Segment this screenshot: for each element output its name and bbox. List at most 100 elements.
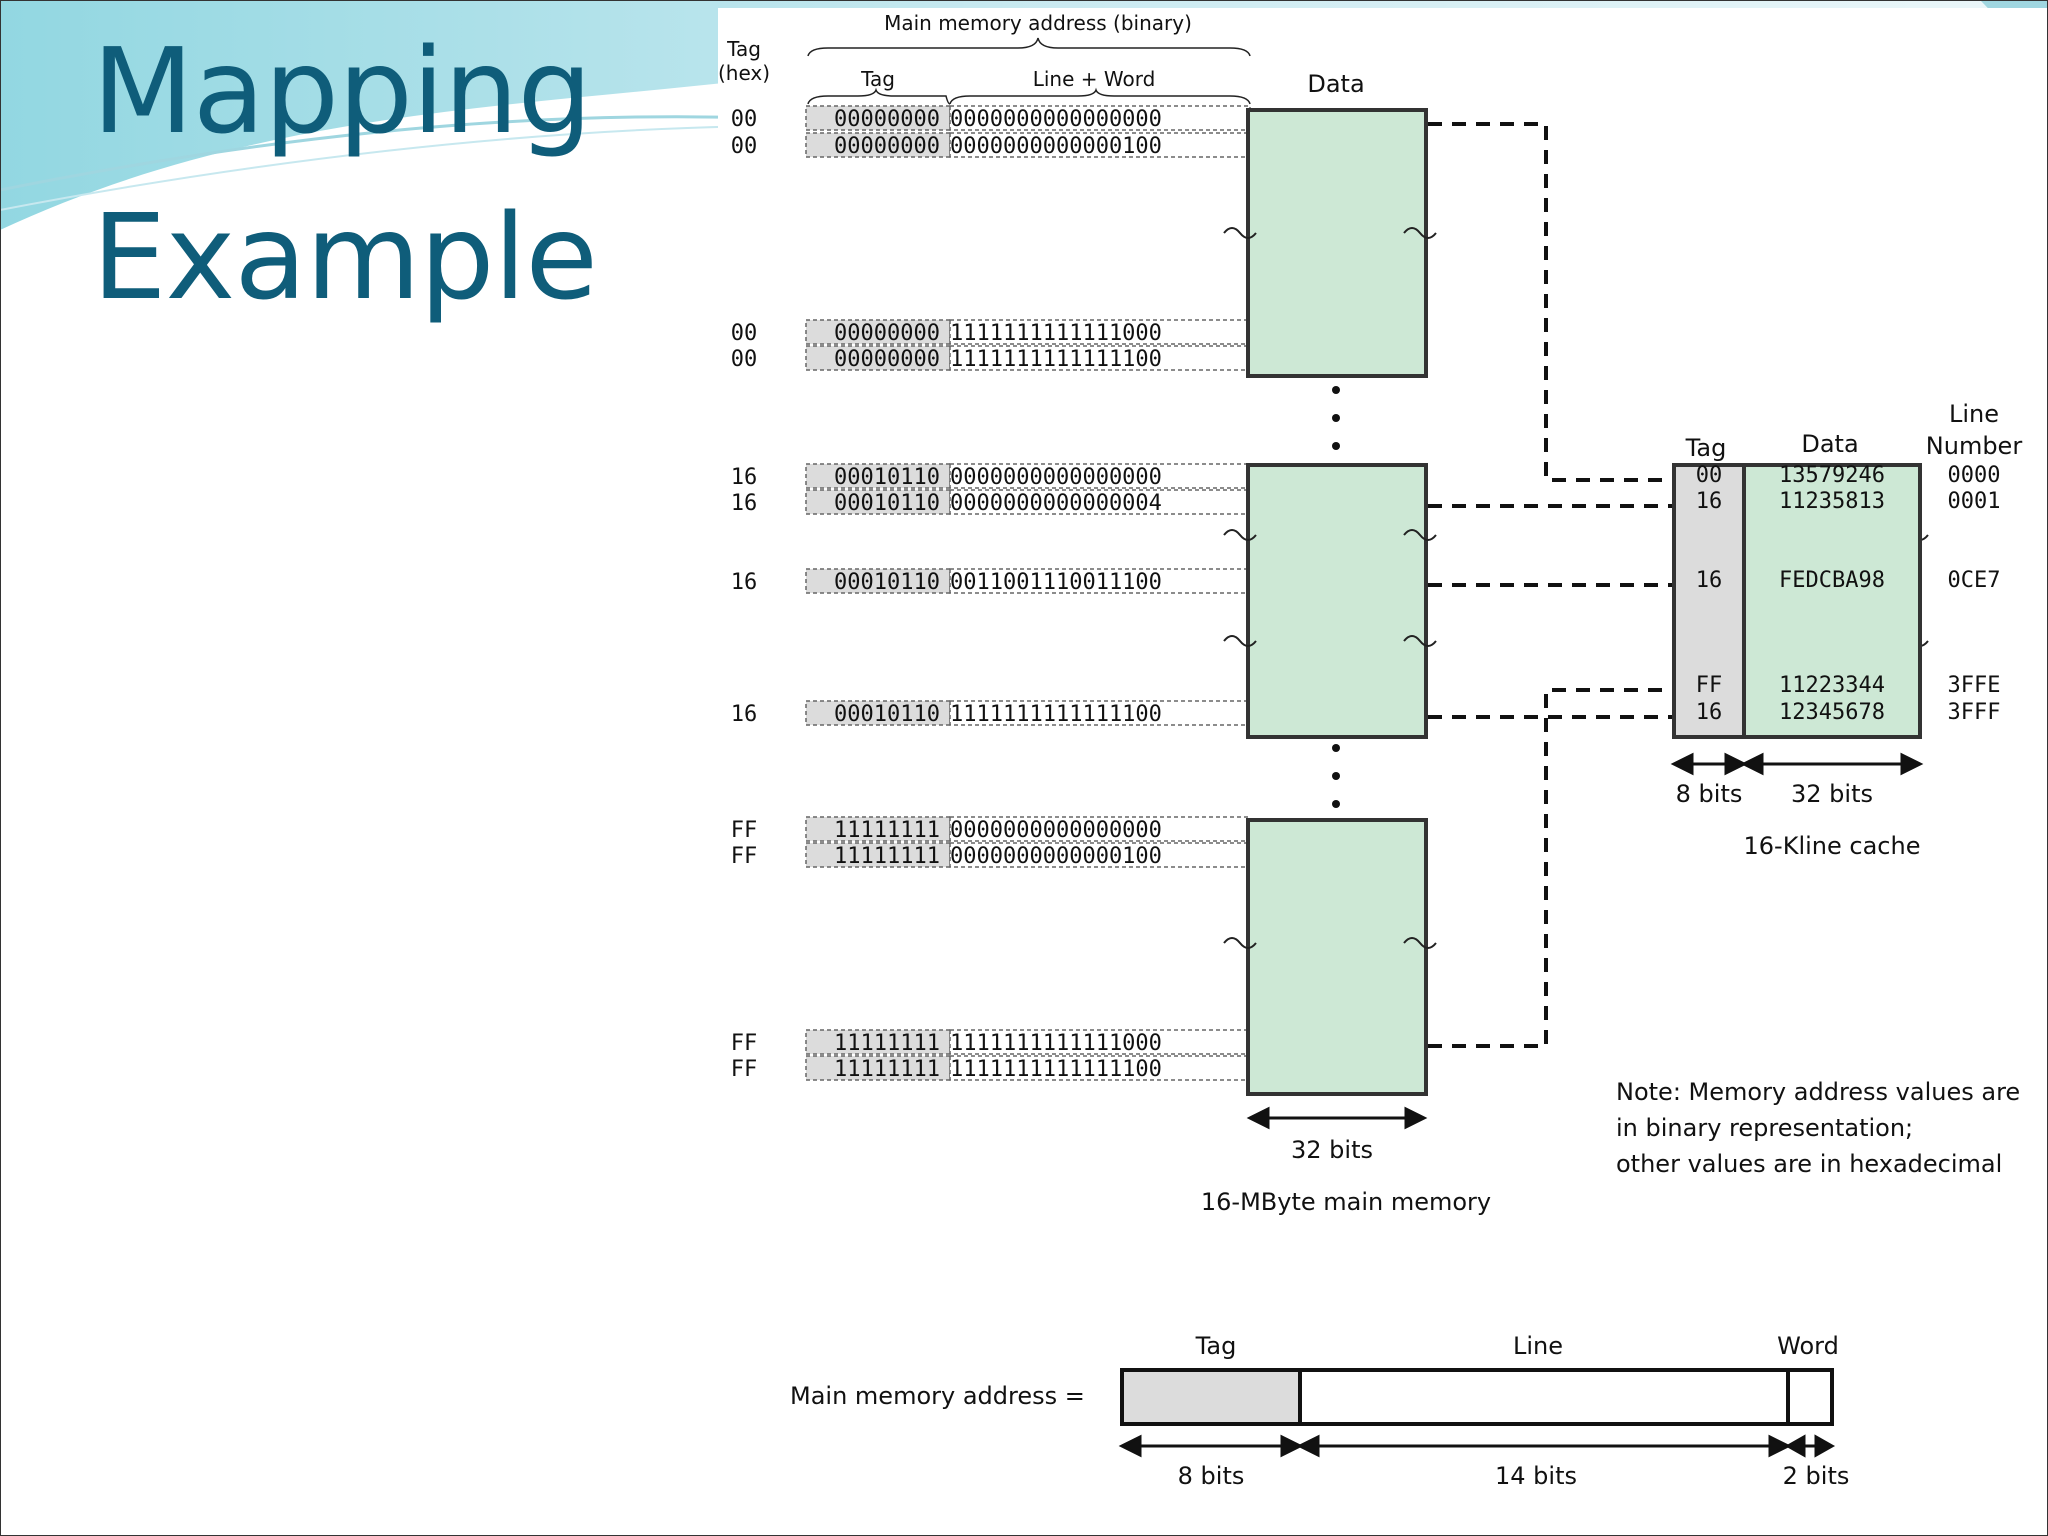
format-tag-label: Tag — [1195, 1332, 1237, 1360]
address-binary-label: Main memory address (binary) — [884, 11, 1192, 35]
memory-row-tag-bits: 11111111 — [834, 844, 940, 869]
memory-row-tag-bits: 11111111 — [834, 818, 940, 843]
memory-caption: 16-MByte main memory — [1201, 1188, 1491, 1216]
cache-row-data: 11235813 — [1779, 489, 1885, 514]
memory-width-arrow — [1246, 1106, 1428, 1130]
memory-row: 1600010110000000000000000411235813 — [731, 489, 1389, 516]
memory-address-rows: 0000000000000000000000000013579246000000… — [731, 105, 1389, 1082]
memory-row-rest-box — [949, 816, 1251, 842]
format-word-label: Word — [1777, 1332, 1839, 1360]
memory-row-line-word-bits: 0000000000000000 — [950, 465, 1162, 490]
direct-mapping-diagram: Main memory address (binary) Tag (hex) T… — [718, 8, 2048, 1496]
cache-tag-width-label: 8 bits — [1676, 780, 1743, 808]
line-word-label: Line + Word — [1033, 67, 1156, 91]
memory-row-tag-hex: 16 — [731, 465, 758, 490]
memory-row-tag-hex: 16 — [731, 702, 758, 727]
cache-width-arrows — [1670, 752, 1924, 776]
memory-row-tag-hex: FF — [731, 1057, 758, 1082]
cache-row-tag: 16 — [1696, 568, 1723, 593]
memory-row-tag-bits: 00010110 — [834, 465, 940, 490]
cache-tag-column — [1672, 463, 1746, 739]
cache-tag-label: Tag — [1685, 434, 1727, 462]
cache-data-width-label: 32 bits — [1791, 780, 1873, 808]
cache-row-line-number: 3FFE — [1948, 673, 2001, 698]
memory-row-line-word-bits: 1111111111111100 — [950, 347, 1162, 372]
memory-row-tag-bits: 00000000 — [834, 347, 940, 372]
memory-row-tag-bits: 00000000 — [834, 321, 940, 346]
slide-title-line-1: Mapping — [92, 22, 592, 160]
cache-row-line-number: 0000 — [1948, 463, 2001, 488]
memory-row-tag-hex: 00 — [731, 107, 758, 132]
memory-row-tag-box — [805, 816, 951, 842]
memory-row-tag-hex: FF — [731, 1031, 758, 1056]
note-line-1: Note: Memory address values are — [1616, 1078, 2020, 1106]
tag-brace — [807, 87, 951, 105]
format-tag-field — [1120, 1368, 1302, 1426]
memory-block-tag-ff — [1246, 818, 1428, 1096]
memory-row-line-word-bits: 0000000000000100 — [950, 134, 1162, 159]
format-line-label: Line — [1513, 1332, 1563, 1360]
cache-row-line-number: 3FFF — [1948, 700, 2001, 725]
line-number-label-2: Number — [1926, 432, 2023, 460]
memory-row-tag-hex: FF — [731, 818, 758, 843]
memory-row-line-word-bits: 0000000000000004 — [950, 491, 1162, 516]
memory-row-line-word-bits: 0000000000000000 — [950, 107, 1162, 132]
cache-row: 16 FEDCBA98 0CE7 — [1696, 568, 2001, 593]
memory-width-label: 32 bits — [1291, 1136, 1373, 1164]
memory-row-tag-box — [805, 700, 951, 726]
memory-row-tag-bits: 00010110 — [834, 491, 940, 516]
memory-row-tag-bits: 11111111 — [834, 1057, 940, 1082]
cache-row-data: 13579246 — [1779, 463, 1885, 488]
cache-row: 00 13579246 0000 — [1696, 463, 2001, 488]
cache-data-label: Data — [1801, 430, 1858, 458]
memory-row-line-word-bits: 0011001110011100 — [950, 570, 1162, 595]
tag-hex-label-2: (hex) — [718, 61, 770, 85]
cache-row-tag: 16 — [1696, 489, 1723, 514]
mapping-lines — [1428, 122, 1674, 1048]
memory-row-tag-hex: 00 — [731, 134, 758, 159]
cache-caption: 16-Kline cache — [1744, 832, 1921, 860]
cache-data-column — [1742, 463, 1922, 739]
memory-row-line-word-bits: 1111111111111100 — [950, 702, 1162, 727]
format-tag-bits: 8 bits — [1178, 1462, 1245, 1490]
memory-row-rest-box — [949, 319, 1251, 345]
memory-row-tag-box — [805, 1055, 951, 1081]
cache-row-line-number: 0CE7 — [1948, 568, 2001, 593]
format-line-field — [1298, 1368, 1790, 1426]
cache-row-tag: 16 — [1696, 700, 1723, 725]
memory-row-tag-bits: 00000000 — [834, 107, 940, 132]
format-line-bits: 14 bits — [1495, 1462, 1577, 1490]
format-word-bits: 2 bits — [1783, 1462, 1850, 1490]
tag-hex-label-1: Tag — [726, 37, 761, 61]
cache-row-data: 12345678 — [1779, 700, 1885, 725]
format-word-field — [1786, 1368, 1834, 1426]
note-line-3: other values are in hexadecimal — [1616, 1150, 2002, 1178]
memory-row-tag-box — [805, 489, 951, 515]
memory-data-label: Data — [1307, 70, 1364, 98]
memory-row-tag-bits: 00000000 — [834, 134, 940, 159]
memory-row-tag-bits: 00010110 — [834, 570, 940, 595]
memory-row-tag-box — [805, 1029, 951, 1055]
memory-block-tag-00 — [1246, 108, 1428, 378]
address-brace — [807, 37, 1251, 57]
memory-row-tag-bits: 00010110 — [834, 702, 940, 727]
memory-row-line-word-bits: 1111111111111000 — [950, 321, 1162, 346]
address-format-label: Main memory address = — [790, 1382, 1085, 1410]
address-tag-label: Tag — [860, 67, 895, 91]
memory-row-tag-hex: 00 — [731, 347, 758, 372]
memory-row-line-word-bits: 0000000000000100 — [950, 844, 1162, 869]
cache-row-data: FEDCBA98 — [1779, 568, 1885, 593]
line-word-brace — [949, 87, 1251, 105]
slide-title-line-2: Example — [92, 188, 598, 326]
cache-row-data: 11223344 — [1779, 673, 1885, 698]
memory-row-rest-box — [949, 489, 1251, 515]
cache-row: 16 12345678 3FFF — [1696, 700, 2001, 725]
memory-row: 1600010110111111111111110012345678 — [731, 700, 1389, 727]
cache-row-tag: 00 — [1696, 463, 1723, 488]
